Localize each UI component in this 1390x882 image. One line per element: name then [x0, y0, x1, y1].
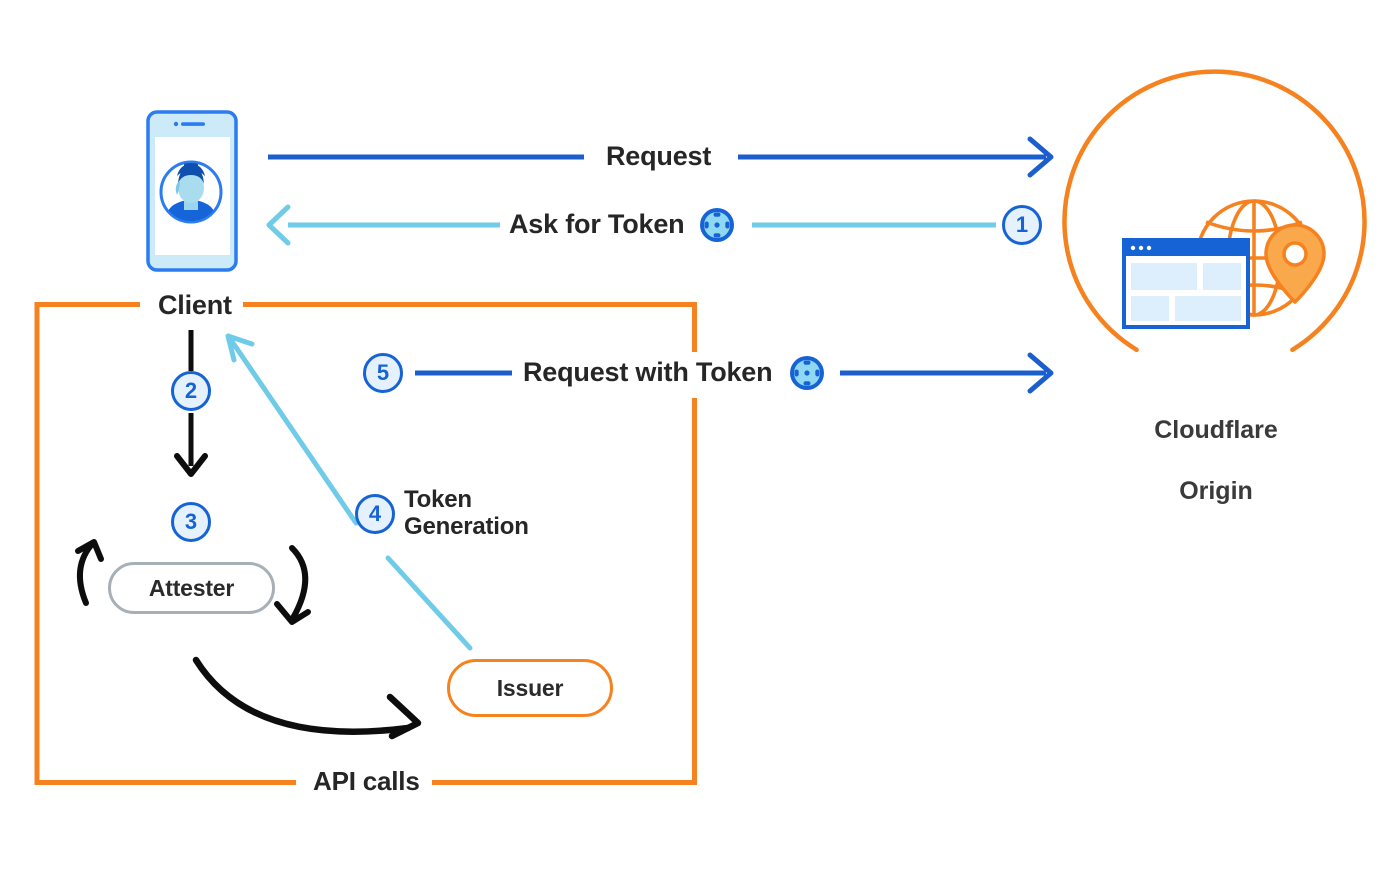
boundary-label-api-calls: API calls	[307, 766, 426, 797]
node-issuer-label: Issuer	[496, 674, 564, 701]
mobile-phone-user-icon	[146, 110, 238, 272]
browser-window-icon	[1122, 238, 1250, 329]
node-attester[interactable]: Attester	[108, 562, 275, 614]
node-label-client: Client	[152, 290, 238, 321]
arrow-attester-to-issuer	[192, 656, 422, 740]
arrow-ask-for-token	[266, 204, 996, 246]
step-badge-5: 5	[363, 353, 403, 393]
flow-label-token-generation-line2: Generation	[404, 513, 529, 540]
node-label-cloudflare-origin: Cloudflare Origin	[1126, 384, 1306, 537]
step-badge-4: 4	[355, 494, 395, 534]
node-attester-label: Attester	[148, 574, 235, 601]
api-calls-boundary	[34, 302, 697, 785]
cloudflare-origin-graphic	[1062, 69, 1367, 353]
arrow-request	[268, 136, 1054, 178]
step-badge-1: 1	[1002, 205, 1042, 245]
privacy-token-icon	[788, 354, 826, 392]
flow-label-ask-for-token: Ask for Token	[509, 209, 685, 240]
arrow-request-with-token	[415, 352, 1054, 394]
node-issuer[interactable]: Issuer	[447, 659, 613, 717]
arrow-attester-loop-right	[274, 545, 311, 625]
flow-label-token-generation-line1: Token	[404, 486, 472, 513]
flow-label-request-with-token: Request with Token	[523, 357, 773, 388]
flow-label-request: Request	[606, 141, 712, 172]
privacy-token-icon	[698, 206, 736, 244]
origin-caption-line2: Origin	[1179, 476, 1253, 505]
arrow-attester-loop-left	[75, 539, 104, 606]
step-badge-3: 3	[171, 502, 211, 542]
arrow-client-to-attester	[174, 330, 208, 477]
step-badge-2: 2	[171, 371, 211, 411]
origin-caption-line1: Cloudflare	[1154, 415, 1278, 444]
arrow-token-generation	[225, 333, 473, 651]
map-pin-icon	[1264, 223, 1326, 304]
